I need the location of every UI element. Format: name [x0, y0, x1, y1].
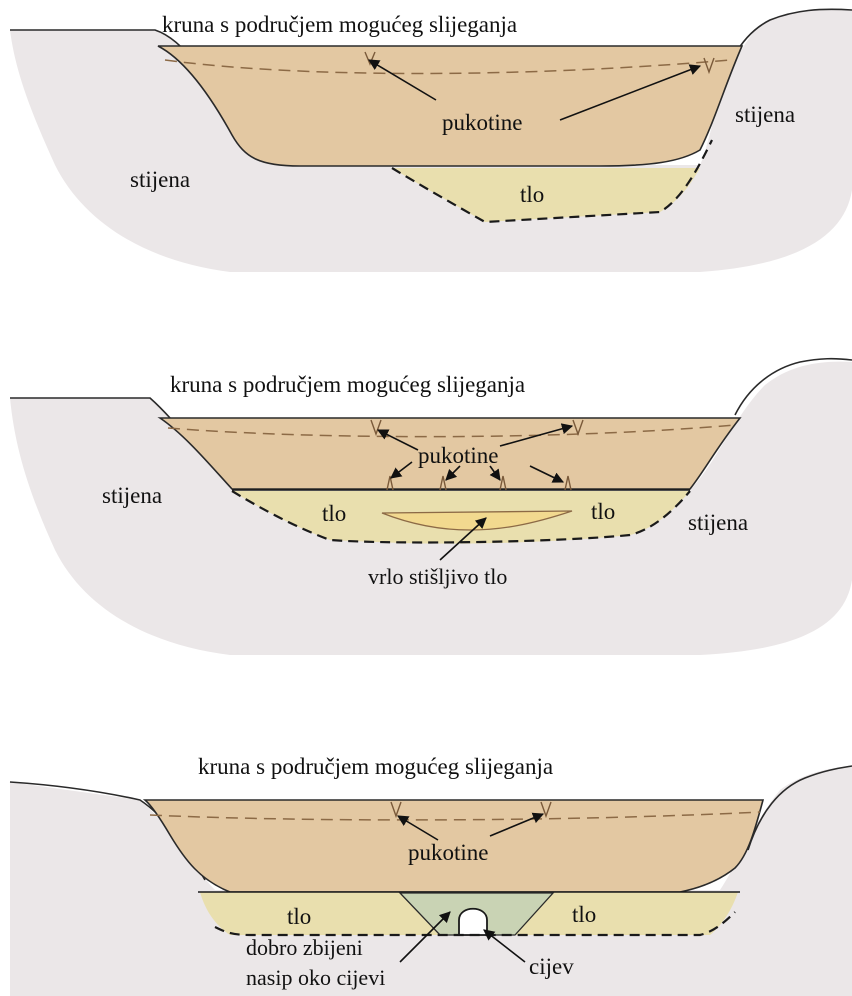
pipe-3: [459, 909, 487, 935]
crest-label-2: kruna s područjem mogućeg slijeganja: [170, 372, 525, 397]
rock-label-right-1: stijena: [735, 102, 795, 127]
rock-label-left-2: stijena: [102, 483, 162, 508]
panel-3: kruna s područjem mogućeg slijeganja puk…: [10, 754, 852, 996]
cracks-label-3: pukotine: [408, 840, 489, 865]
crest-label-3: kruna s područjem mogućeg slijeganja: [198, 754, 553, 779]
dam-body-1: [158, 46, 742, 166]
cracks-label-2: pukotine: [418, 443, 499, 468]
rock-label-left-1: stijena: [130, 167, 190, 192]
soil-label-1: tlo: [520, 182, 544, 207]
crest-label-1: kruna s područjem mogućeg slijeganja: [162, 12, 517, 37]
rock-label-right-2: stijena: [688, 510, 748, 535]
cracks-label-1: pukotine: [442, 110, 523, 135]
pipe-label-3: cijev: [529, 954, 574, 979]
fill-label-line1-3: dobro zbijeni: [246, 935, 363, 960]
compressible-label-2: vrlo stišljivo tlo: [368, 564, 507, 589]
panel-1: kruna s područjem mogućeg slijeganja puk…: [10, 9, 852, 272]
soil-label-right-2: tlo: [591, 499, 615, 524]
soil-label-left-2: tlo: [322, 501, 346, 526]
fill-label-line2-3: nasip oko cijevi: [246, 965, 385, 990]
soil-label-right-3: tlo: [572, 902, 596, 927]
panel-2: kruna s područjem mogućeg slijeganja puk…: [10, 359, 852, 655]
soil-label-left-3: tlo: [287, 904, 311, 929]
